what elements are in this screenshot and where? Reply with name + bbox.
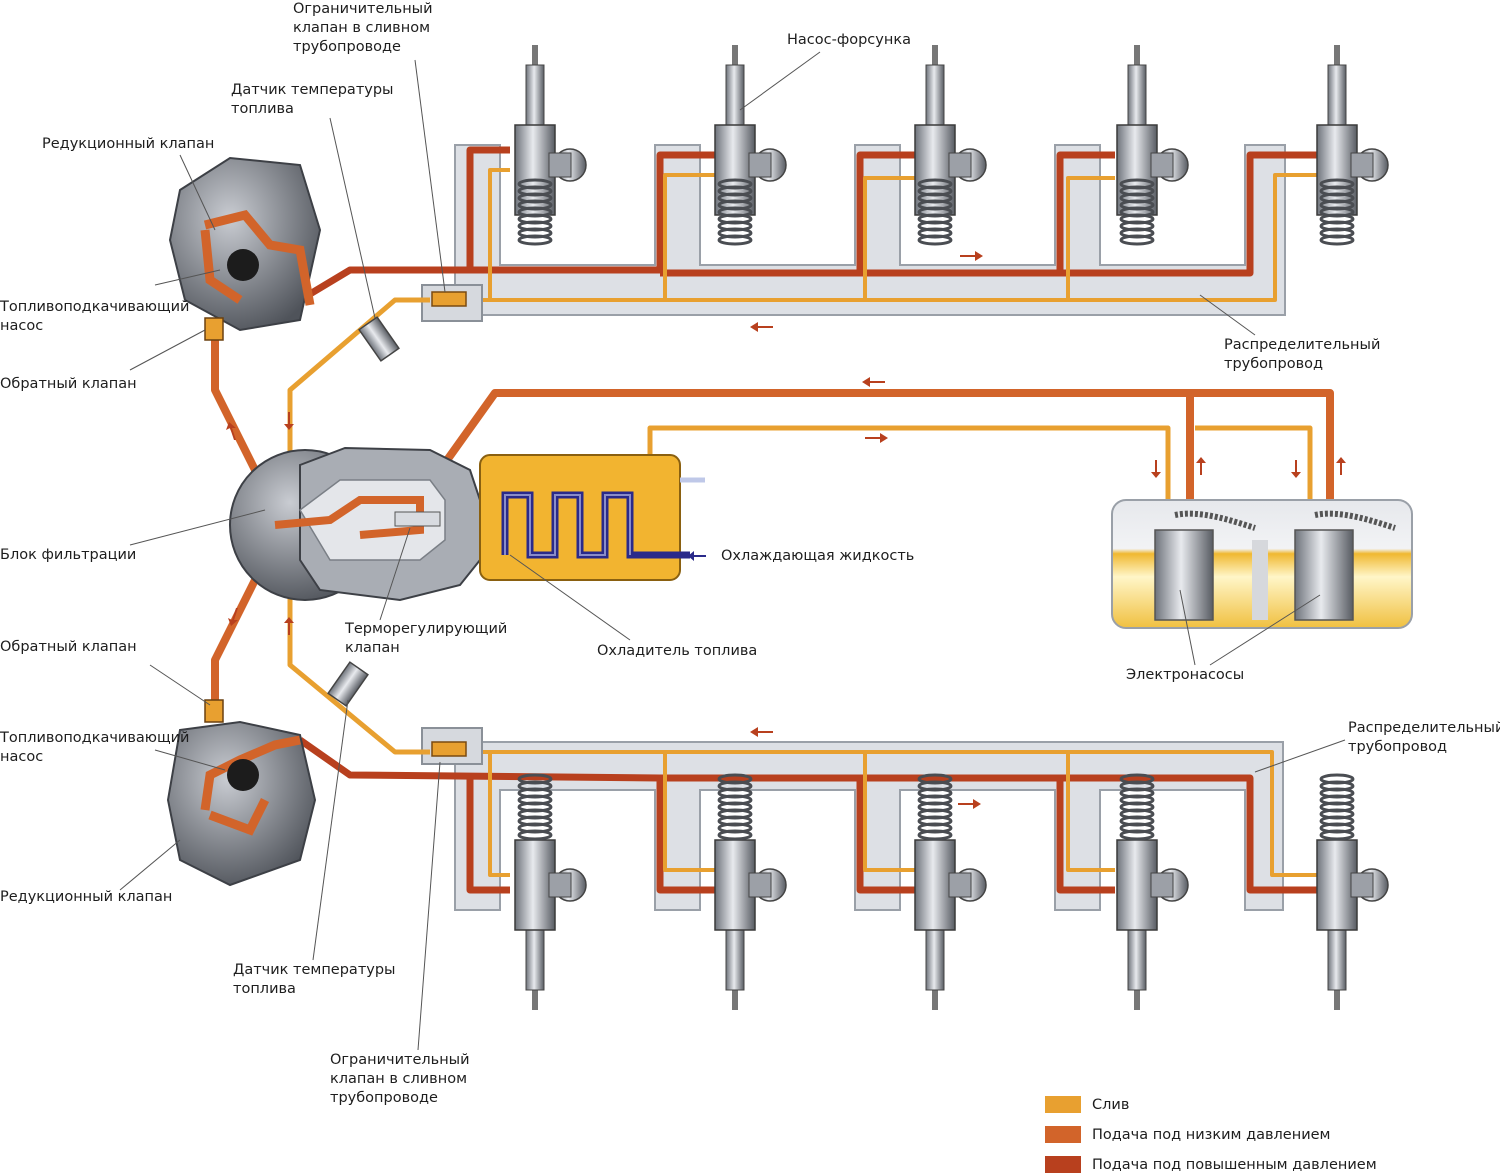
label-reduction-valve-bottom: Редукционный клапан — [0, 889, 173, 905]
boost-pump-top — [168, 156, 322, 341]
pump-injector — [514, 773, 587, 1010]
legend-label: Подача под повышенным давлением — [1092, 1156, 1377, 1173]
injectors-top — [514, 45, 1389, 246]
fuel-cooler — [479, 454, 705, 581]
label-limit-valve-top: Ограничительный клапан в сливном трубопр… — [293, 1, 433, 55]
pump-injector — [914, 45, 987, 246]
pump-injector — [1316, 45, 1389, 246]
pump-injector — [714, 45, 787, 246]
legend-item: Слив — [1045, 1096, 1129, 1113]
legend-swatch — [1045, 1156, 1081, 1173]
temp-sensor-top — [358, 316, 400, 362]
label-boost-pump-top: Топливоподкачивающий насос — [0, 299, 190, 334]
label-filter-block: Блок фильтрации — [0, 547, 137, 563]
legend-item: Подача под повышенным давлением — [1045, 1156, 1377, 1173]
temp-sensor-bottom — [327, 661, 369, 707]
label-thermo-valve: Терморегулирующий клапан — [345, 621, 508, 656]
legend-item: Подача под низким давлением — [1045, 1126, 1331, 1143]
boost-pump-bottom — [166, 699, 317, 887]
legend-swatch — [1045, 1126, 1081, 1143]
label-reduction-valve-top: Редукционный клапан — [42, 136, 215, 152]
legend-label: Подача под низким давлением — [1092, 1126, 1331, 1143]
top-rail-lines — [298, 146, 1320, 304]
label-electric-pumps: Электронасосы — [1126, 667, 1245, 683]
label-check-valve-top: Обратный клапан — [0, 376, 137, 392]
legend-label: Слив — [1092, 1096, 1130, 1113]
label-rail-top: Распределительный трубопровод — [1224, 337, 1381, 372]
legend-swatch — [1045, 1096, 1081, 1113]
label-temp-sensor-bottom: Датчик температуры топлива — [233, 962, 396, 997]
pump-injector — [1116, 773, 1189, 1010]
limit-valve-top — [421, 284, 483, 322]
label-rail-bottom: Распределительный трубопровод — [1348, 720, 1500, 755]
fuel-tank — [1111, 499, 1413, 629]
filter-block — [229, 446, 481, 602]
label-coolant: Охлаждающая жидкость — [721, 548, 915, 564]
injectors-bottom — [514, 773, 1389, 1010]
label-pump-injector: Насос-форсунка — [787, 32, 911, 48]
label-limit-valve-bottom: Ограничительный клапан в сливном трубопр… — [330, 1052, 470, 1106]
pump-injector — [1316, 773, 1389, 1010]
label-fuel-cooler: Охладитель топлива — [597, 643, 758, 659]
label-temp-sensor-top: Датчик температуры топлива — [231, 82, 394, 117]
label-check-valve-bottom: Обратный клапан — [0, 639, 137, 655]
pump-injector — [914, 773, 987, 1010]
label-boost-pump-bottom: Топливоподкачивающий насос — [0, 730, 190, 765]
flow-arrows — [226, 251, 1346, 809]
limit-valve-bottom — [421, 727, 483, 765]
pump-injector — [1116, 45, 1189, 246]
pump-injector — [514, 45, 587, 246]
pump-injector — [714, 773, 787, 1010]
